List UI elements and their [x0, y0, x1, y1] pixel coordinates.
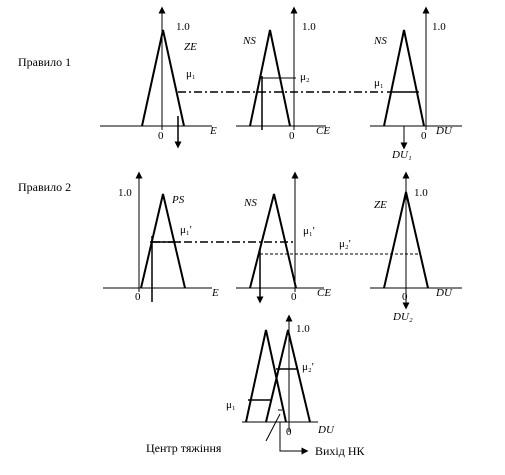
- label-mu2p: μ₂': [302, 361, 314, 373]
- label-zero: 0: [286, 426, 292, 438]
- label-axis-e: E: [209, 125, 217, 137]
- label-mu1p: μ₁': [180, 224, 192, 236]
- rule-1-label: Правило 1: [18, 55, 71, 69]
- label-term-ze: ZE: [184, 41, 197, 53]
- aggregation-panel: 1.0 μ₁ μ₂' 0 DU Центр тяжіння Вихід НК: [146, 314, 366, 458]
- label-zero: 0: [291, 291, 297, 303]
- label-axis-ce: CE: [317, 287, 331, 299]
- rule-2-label: Правило 2: [18, 180, 71, 194]
- label-axis-e: E: [211, 287, 219, 299]
- label-top: 1.0: [302, 21, 316, 33]
- rule-2-panel-ce: NS μ₁' 0 CE: [236, 171, 331, 304]
- rule-1-panel-du: 1.0 NS μ₁ 0 DU DU₁: [370, 6, 462, 161]
- label-output-du1: DU₁: [391, 149, 412, 161]
- label-mu1: μ₁: [226, 399, 236, 411]
- membership-ns: [249, 193, 297, 289]
- membership-rule2-output: [265, 329, 311, 423]
- label-top: 1.0: [432, 21, 446, 33]
- label-zero: 0: [135, 291, 141, 303]
- label-term-ze: ZE: [374, 199, 387, 211]
- rule-2-panel-du: 1.0 ZE μ₂' 0 DU DU₂: [339, 171, 462, 323]
- label-mu1: μ₁: [374, 77, 384, 89]
- label-mu2: μ₂: [300, 71, 310, 83]
- membership-rule1-output: [245, 329, 287, 423]
- label-zero: 0: [421, 130, 427, 142]
- output-arrow: [279, 422, 309, 455]
- rule-1-panel-ce: 1.0 NS μ₂ 0 CE: [236, 6, 330, 142]
- label-term-ps: PS: [171, 194, 185, 206]
- label-top: 1.0: [414, 187, 428, 199]
- membership-ns: [249, 29, 291, 127]
- label-axis-ce: CE: [316, 125, 330, 137]
- membership-ps: [140, 193, 186, 289]
- label-zero: 0: [289, 130, 295, 142]
- rule-1-panel-e: 1.0 ZE μ₁ 0 E: [100, 6, 217, 149]
- label-term-ns: NS: [242, 35, 256, 47]
- label-mu1: μ₁: [186, 68, 196, 80]
- label-mu1p: μ₁': [303, 225, 315, 237]
- label-top: 1.0: [176, 21, 190, 33]
- membership-ze: [141, 29, 185, 127]
- center-of-gravity-pointer: [265, 413, 281, 442]
- label-axis-du: DU: [435, 125, 453, 137]
- label-zero: 0: [158, 130, 164, 142]
- label-axis-du: DU: [317, 424, 335, 436]
- membership-ns: [383, 29, 425, 127]
- rule-2-panel-e: 1.0 PS μ₁' 0 E: [103, 171, 219, 303]
- label-zero: 0: [402, 291, 408, 303]
- label-output-du2: DU₂: [392, 311, 413, 323]
- label-term-ns: NS: [373, 35, 387, 47]
- label-top: 1.0: [118, 187, 132, 199]
- label-term-ns: NS: [243, 197, 257, 209]
- label-top: 1.0: [296, 323, 310, 335]
- label-center-of-gravity: Центр тяжіння: [146, 441, 222, 455]
- label-mu2p: μ₂': [339, 238, 351, 250]
- membership-ze: [383, 191, 429, 289]
- label-output: Вихід НК: [315, 444, 366, 458]
- label-axis-du: DU: [435, 287, 453, 299]
